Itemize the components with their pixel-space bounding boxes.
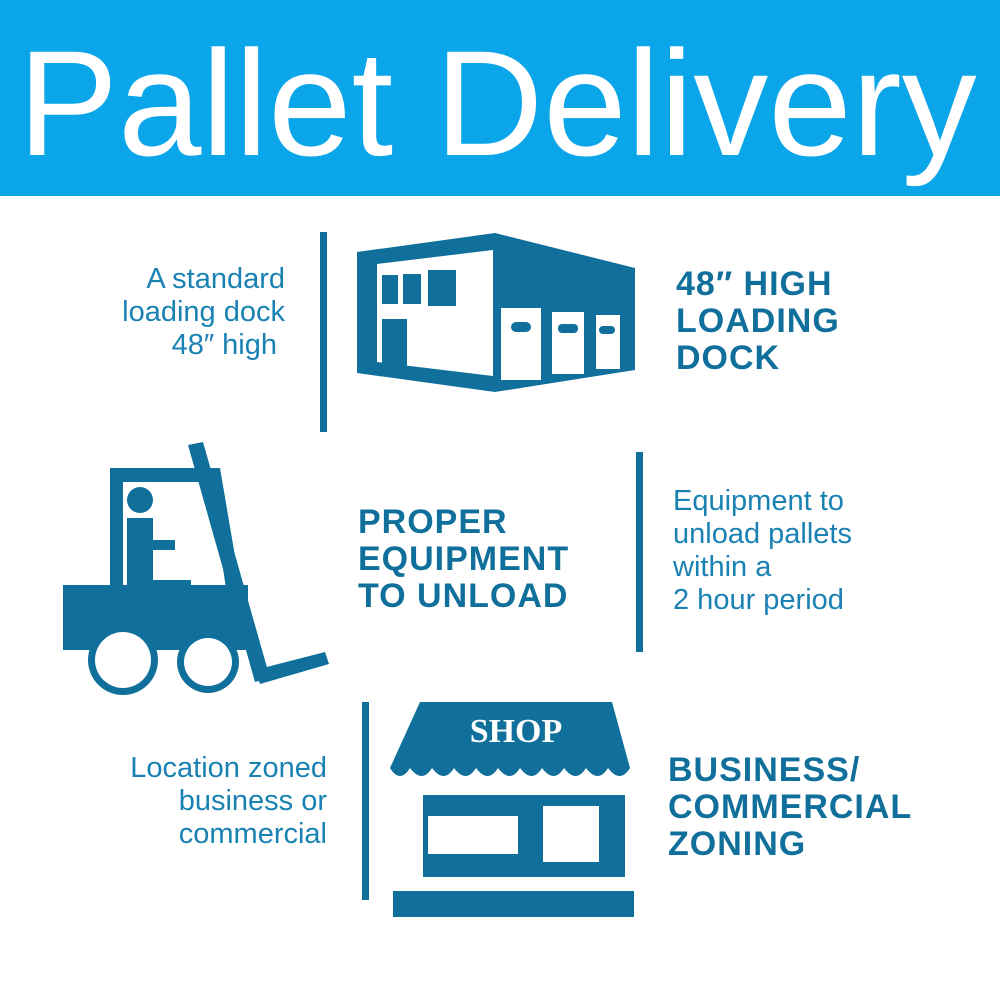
shop-sign-label: SHOP: [470, 713, 563, 750]
header-banner: Pallet Delivery: [0, 0, 1000, 196]
forklift-icon: [63, 442, 329, 695]
divider: [636, 452, 643, 652]
warehouse-icon: [357, 233, 635, 392]
zoning-heading: BUSINESS/ COMMERCIAL ZONING: [668, 752, 912, 863]
divider: [320, 232, 327, 432]
heading-line: COMMERCIAL: [668, 788, 913, 826]
heading-line: BUSINESS/: [668, 751, 861, 789]
loading-dock-heading: 48″ HIGH LOADING DOCK: [676, 266, 840, 377]
desc-line: business or: [178, 785, 327, 817]
desc-line: A standard: [146, 263, 285, 295]
equipment-heading: PROPER EQUIPMENT TO UNLOAD: [358, 504, 569, 615]
divider: [362, 702, 369, 900]
heading-line: DOCK: [676, 339, 781, 377]
heading-line: PROPER: [358, 503, 508, 541]
page-title: Pallet Delivery: [18, 19, 977, 187]
zoning-description: Location zoned business or commercial: [130, 752, 327, 851]
desc-line: unload pallets: [673, 518, 852, 550]
desc-line: 2 hour period: [673, 584, 844, 616]
desc-line: within a: [673, 551, 772, 583]
heading-line: ZONING: [668, 825, 807, 863]
heading-line: 48″ HIGH: [676, 265, 833, 303]
loading-dock-description: A standard loading dock 48″ high: [122, 263, 285, 362]
desc-line: 48″ high: [171, 329, 277, 361]
desc-line: Location zoned: [130, 752, 327, 784]
desc-line: loading dock: [122, 296, 285, 328]
heading-line: TO UNLOAD: [358, 577, 569, 615]
heading-line: EQUIPMENT: [358, 540, 570, 578]
desc-line: commercial: [178, 818, 327, 850]
heading-line: LOADING: [676, 302, 840, 340]
desc-line: Equipment to: [673, 485, 844, 517]
equipment-description: Equipment to unload pallets within a 2 h…: [673, 485, 852, 617]
shop-icon: SHOP: [390, 702, 634, 917]
